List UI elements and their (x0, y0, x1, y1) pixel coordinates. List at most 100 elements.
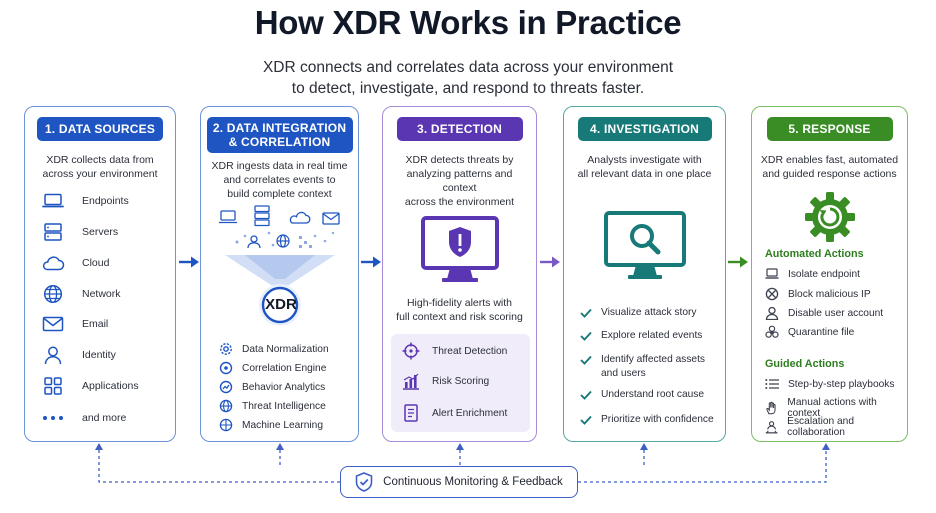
check-icon (580, 390, 592, 400)
globe-icon (219, 399, 233, 413)
desc-line: and guided response actions (762, 168, 897, 180)
stage-data-sources-badge: 1. DATA SOURCES (37, 117, 163, 141)
laptop-icon (765, 268, 779, 279)
investigation-item-1: Visualize attack story (580, 307, 697, 318)
stage-data-sources-card: 1. DATA SOURCES XDR collects data from a… (24, 106, 176, 442)
source-item-servers: Servers (41, 222, 118, 242)
biohazard-icon (765, 325, 779, 338)
automated-actions-title: Automated Actions (765, 248, 864, 260)
check-icon (580, 355, 592, 365)
integration-item-behavior: Behavior Analytics (219, 380, 325, 394)
check-icon (580, 415, 592, 425)
check-icon (580, 331, 592, 341)
investigation-item-2: Explore related events (580, 330, 702, 341)
alert-line: full context and risk scoring (396, 311, 523, 323)
investigation-label: Identify affected assets (601, 354, 706, 365)
detection-label: Alert Enrichment (432, 407, 508, 419)
source-item-endpoints: Endpoints (41, 191, 129, 211)
integration-label: Threat Intelligence (242, 400, 326, 412)
desc-line: and correlates events to (223, 174, 336, 186)
stage-response-badge: 5. RESPONSE (766, 117, 893, 141)
response-label: Manual actions with context (787, 397, 877, 419)
integration-label: Behavior Analytics (242, 381, 326, 393)
source-item-network: Network (41, 284, 121, 304)
more-dots-icon (41, 408, 65, 428)
settings-icon (220, 343, 232, 355)
xdr-hub-label: XDR (265, 296, 297, 313)
detection-item-threat: Threat Detection (402, 342, 507, 360)
desc-line: XDR enables fast, automated (760, 154, 899, 166)
response-label: Block malicious IP (788, 288, 871, 300)
desc-line: analyzing patterns and context (406, 168, 513, 194)
hand-icon (766, 401, 776, 415)
stage-detection-desc: XDR detects threats by analyzing pattern… (389, 153, 530, 209)
source-label: Applications (82, 380, 139, 392)
response-auto-item-3: Disable user account (765, 306, 883, 320)
response-label: Quarantine file (788, 326, 855, 338)
globe-icon (41, 284, 65, 304)
detection-alert-text: High-fidelity alerts with full context a… (389, 296, 530, 324)
integration-label: Correlation Engine (242, 362, 327, 374)
response-auto-item-1: Isolate endpoint (765, 268, 860, 280)
flow-arrow-1 (179, 256, 199, 268)
correlation-icon (219, 361, 233, 375)
crosshair-icon (402, 342, 420, 360)
subtitle-line-2: to detect, investigate, and respond to t… (291, 80, 645, 97)
laptop-icon (219, 210, 237, 224)
cloud-icon (289, 211, 311, 224)
source-label: Network (82, 288, 121, 300)
source-item-email: Email (41, 314, 108, 334)
response-auto-item-2: Block malicious IP (765, 287, 871, 301)
response-label: Step-by-step playbooks (788, 378, 895, 390)
mail-icon (322, 212, 340, 225)
investigation-label: Visualize attack story (601, 307, 697, 318)
desc-line: XDR detects threats by (405, 154, 514, 166)
integration-item-normalization: Data Normalization (219, 342, 329, 356)
source-item-applications: Applications (41, 376, 139, 396)
investigation-label: Explore related events (601, 330, 703, 341)
stage-investigation-desc: Analysts investigate with all relevant d… (570, 153, 719, 181)
list-icon (765, 379, 779, 389)
source-label: Cloud (82, 257, 110, 269)
ingestion-funnel-graphic (219, 205, 340, 325)
source-label: Email (82, 318, 109, 330)
detection-label: Risk Scoring (432, 375, 490, 387)
flow-arrow-4 (728, 256, 748, 268)
apps-grid-icon (41, 376, 65, 396)
desc-line: all relevant data in one place (577, 168, 712, 180)
source-label: Identity (82, 349, 116, 361)
integration-label: Machine Learning (242, 419, 323, 431)
badge-line: 2. DATA INTEGRATION (212, 121, 347, 135)
document-icon (404, 404, 418, 422)
response-label: Escalation and collaboration (787, 416, 855, 438)
investigation-label-multiline: Identify affected assets and users (601, 353, 705, 381)
laptop-icon (41, 191, 65, 211)
desc-line: XDR collects data from (46, 154, 154, 166)
response-guided-item-1: Step-by-step playbooks (765, 378, 894, 390)
flow-arrow-2 (361, 256, 381, 268)
detection-item-risk: Risk Scoring (402, 372, 489, 390)
alert-monitor-icon (421, 216, 499, 282)
bar-chart-icon (403, 373, 419, 390)
globe-icon (276, 234, 290, 248)
stage-response-desc: XDR enables fast, automated and guided r… (758, 153, 901, 181)
desc-line: Analysts investigate with (587, 154, 702, 166)
block-icon (765, 287, 779, 301)
stage-detection-card: 3. DETECTION XDR detects threats by anal… (382, 106, 537, 442)
integration-item-correlation: Correlation Engine (219, 361, 326, 375)
source-item-cloud: Cloud (41, 253, 109, 273)
response-label: Disable user account (788, 307, 884, 319)
stage-data-sources-desc: XDR collects data from across your envir… (31, 153, 169, 181)
server-icon (41, 222, 65, 242)
investigation-item-3: Identify affected assets and users (580, 353, 705, 381)
source-label: Endpoints (82, 195, 129, 207)
page-title: How XDR Works in Practice (254, 4, 682, 41)
integration-item-threat-intel: Threat Intelligence (219, 399, 326, 413)
page-subtitle: XDR connects and correlates data across … (0, 57, 936, 99)
stage-investigation-card: 4. INVESTIGATION Analysts investigate wi… (563, 106, 726, 442)
cloud-icon (41, 253, 65, 273)
mail-icon (41, 314, 65, 334)
continuous-feedback-box: Continuous Monitoring & Feedback (340, 466, 578, 498)
desc-line: across the environment (404, 196, 515, 208)
